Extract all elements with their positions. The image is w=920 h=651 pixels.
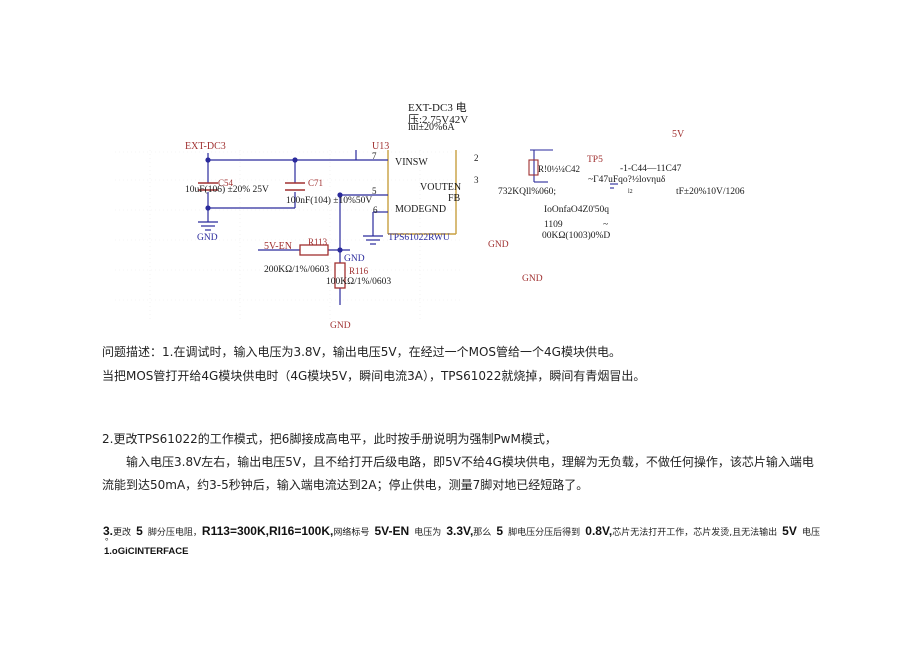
item2-line1: 2.更改TPS61022的工作模式，把6脚接成高电平，此时按手册说明为强制PwM… xyxy=(102,432,557,446)
gnd-label-3: GND xyxy=(330,321,351,331)
item3-seg-text: 脚电压分压后得到 xyxy=(508,528,581,538)
junction-dots xyxy=(205,157,343,253)
schematic-grid xyxy=(115,150,460,320)
c54-label: C54 xyxy=(218,178,234,188)
wires xyxy=(207,150,388,305)
vouten-label: VOUTEN xyxy=(420,182,462,193)
c71-value: 100nF(104) ±10%50V xyxy=(286,196,373,206)
value-1109: 1109 xyxy=(544,220,563,230)
item3-seg-5: 5 xyxy=(136,524,143,538)
item3-seg-text: 那么 xyxy=(473,528,492,538)
u13-label: U13 xyxy=(372,141,390,152)
item3-seg-text: 网络标号 xyxy=(333,528,370,538)
logic-interface-heading: 1.oGiCINTERFACE xyxy=(104,546,189,557)
item3-seg-5v-en: 5V-EN xyxy=(374,524,410,538)
problem-paragraph-line2: 当把MOS管打开给4G模块供电时（4G模块5V，瞬间电流3A），TPS61022… xyxy=(102,369,646,383)
gnd-label-1: GND xyxy=(197,233,218,243)
item3-seg-text: 芯片无法打开工作，芯片发烫,且无法输出 xyxy=(612,528,778,538)
ext-dc3-note-line3: lul±20%6A xyxy=(408,122,455,133)
garbled-text-2: IoOnfaO4Z0'50q xyxy=(544,205,610,215)
resistors xyxy=(299,244,346,289)
item3-seg-values: R113=300K,RI16=100K, xyxy=(201,524,334,538)
gnd-label-5: GND xyxy=(522,274,543,284)
ext-dc3-label: EXT-DC3 xyxy=(185,141,226,152)
item3-seg-text: 电压为 xyxy=(414,528,442,538)
value-00k: 00KΩ(1003)0%D xyxy=(542,231,611,241)
c71-label: C71 xyxy=(308,178,324,188)
r-label: R!0½¼C42 xyxy=(538,164,581,174)
net-5v-en-label: 5V-EN xyxy=(264,241,292,252)
item3-seg-text: 更改 xyxy=(113,528,132,538)
item3-seg-3v3: 3.3V, xyxy=(446,524,474,538)
gnd-label-2: GND xyxy=(344,254,365,264)
c44-c47-label: -1-C44—11C47 xyxy=(620,164,682,174)
problem-paragraph-line1: 问题描述：1.在调试时，输入电压为3.8V，输出电压5V，在经过一个MOS管给一… xyxy=(102,345,621,359)
tilde-mark: ~ xyxy=(603,220,609,230)
r113-label: R113 xyxy=(308,237,328,247)
fb-label: FB xyxy=(448,193,461,204)
pin2-label: 2 xyxy=(474,153,479,163)
item3-period: 。 xyxy=(105,533,115,543)
item3-line: 3.更改 5 脚分压电阻，R113=300K,RI16=100K,网络标号 5V… xyxy=(103,520,820,539)
schematic-drawing xyxy=(115,149,618,320)
gnd-label-4: GND xyxy=(488,240,509,250)
ext-dc3-note-line2: 压:2.75V42V xyxy=(408,114,469,126)
tps61022-label: TPS61022RWU xyxy=(388,233,450,243)
pin7-label: 7 xyxy=(372,151,377,161)
pin3-label: 3 xyxy=(474,175,479,185)
item3-seg-text: 脚分压电阻， xyxy=(147,528,202,538)
item2-line3: 流能到达50mA，约3-5秒钟后，输入端电流达到2A；停止供电，测量7脚对地已经… xyxy=(102,478,589,492)
item3-seg-number: 3. xyxy=(103,524,114,538)
modegnd-label: MODEGND xyxy=(395,204,447,215)
cap-value: tF±20%10V/1206 xyxy=(676,187,745,197)
sup-mark: l2 xyxy=(628,189,633,195)
ext-dc3-note-line1: EXT-DC3 电 xyxy=(408,102,467,114)
r116-label: R116 xyxy=(349,266,369,276)
item2-line2: 输入电压3.8V左右，输出电压5V，且不给打开后级电路，即5V不给4G模块供电，… xyxy=(126,455,814,469)
r-value: 732KQll%060; xyxy=(498,187,557,197)
pin6-label: 6 xyxy=(373,205,378,215)
item3-seg-text: 电压 xyxy=(801,528,820,538)
ground-symbols xyxy=(198,221,383,245)
5v-label: 5V xyxy=(672,129,685,140)
r116-value: 100KΩ/1%/0603 xyxy=(326,277,392,287)
c54-value: 10uF(106) ±20% 25V xyxy=(185,185,269,195)
right-fragment xyxy=(528,149,618,189)
item3-seg-5v: 5V xyxy=(782,524,797,538)
pin5-label: 5 xyxy=(372,186,377,196)
item3-seg-5b: 5 xyxy=(496,524,504,538)
capacitors xyxy=(198,182,305,191)
r113-value: 200KΩ/1%/0603 xyxy=(264,265,330,275)
tp5-label: TP5 xyxy=(587,155,603,165)
vinsw-label: VINSW xyxy=(395,157,428,168)
u13-chip xyxy=(387,150,457,235)
item3-seg-0v8: 0.8V, xyxy=(585,524,613,538)
garbled-text-1: ~Γ47uFqo?½lovηuδ xyxy=(588,175,666,185)
